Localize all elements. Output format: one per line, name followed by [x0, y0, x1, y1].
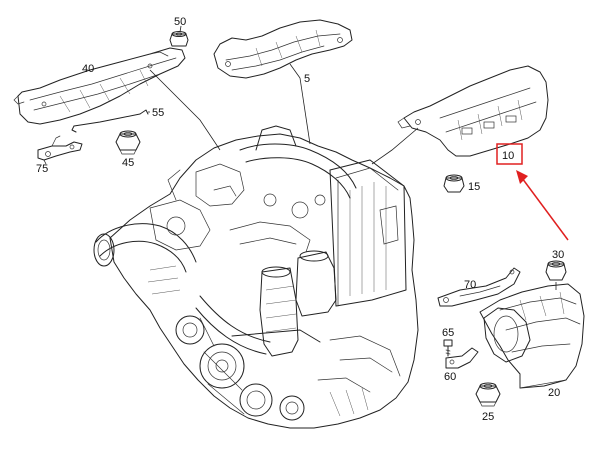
- label-part-25: 25: [482, 411, 494, 423]
- label-part-60: 60: [444, 371, 456, 383]
- leader-40: [149, 69, 221, 151]
- label-part-40: 40: [82, 63, 94, 75]
- label-part-20: 20: [548, 387, 560, 399]
- label-part-10: 10: [502, 150, 514, 162]
- part-50-nut: [169, 25, 189, 47]
- label-part-5: 5: [304, 73, 310, 85]
- part-65-bolt: [443, 339, 453, 357]
- label-part-30: 30: [552, 249, 564, 261]
- highlight-box-part-10: [496, 143, 523, 165]
- label-part-50: 50: [174, 16, 186, 28]
- part-30-nut: [545, 260, 567, 290]
- engine-assembly: [93, 125, 419, 429]
- part-5-engine-cover: [213, 19, 353, 79]
- label-part-75: 75: [36, 163, 48, 175]
- part-70-bracket: [437, 267, 521, 307]
- part-40-heat-shield: [13, 47, 186, 125]
- leader-10: [371, 127, 419, 165]
- part-60-bracket: [445, 347, 479, 369]
- highlight-arrow: [516, 170, 569, 241]
- part-20-heat-shield: [479, 283, 585, 389]
- part-75-bracket: [37, 135, 83, 165]
- part-55-rod: [71, 109, 150, 133]
- label-part-65: 65: [442, 327, 454, 339]
- label-part-45: 45: [122, 157, 134, 169]
- label-part-55: 55: [152, 107, 164, 119]
- leader-5: [299, 77, 311, 145]
- part-45-nut: [115, 130, 141, 155]
- part-15-grommet: [443, 174, 465, 193]
- part-25-nut: [475, 382, 501, 407]
- label-part-70: 70: [464, 279, 476, 291]
- part-10-intake-cover: [397, 65, 549, 157]
- label-part-15: 15: [468, 181, 480, 193]
